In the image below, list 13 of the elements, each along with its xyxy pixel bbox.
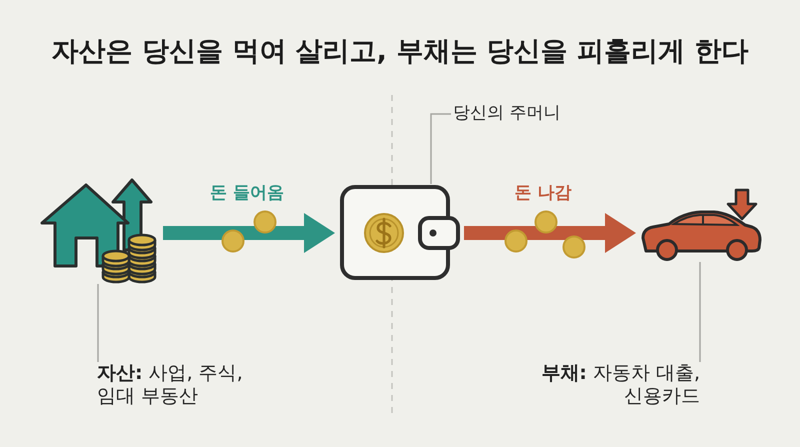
arrow [464, 213, 636, 253]
edge-label: 돈 나감 [514, 182, 572, 204]
callout-text: 당신의 주머니 [453, 103, 560, 124]
leader-line [97, 284, 99, 362]
car-icon [640, 188, 762, 262]
leader-line [430, 113, 451, 184]
wallet-icon [339, 184, 461, 280]
callout-text: 부채: 자동차 대출, 신용카드 [528, 362, 700, 408]
callout-text: 자산: 사업, 주식, 임대 부동산 [97, 362, 265, 408]
diagram-title: 자산은 당신을 먹여 살리고, 부채는 당신을 피흘리게 한다 [51, 35, 749, 69]
arrow [163, 213, 335, 253]
edge-label: 돈 들어옴 [210, 182, 284, 204]
leader-line [699, 262, 701, 362]
